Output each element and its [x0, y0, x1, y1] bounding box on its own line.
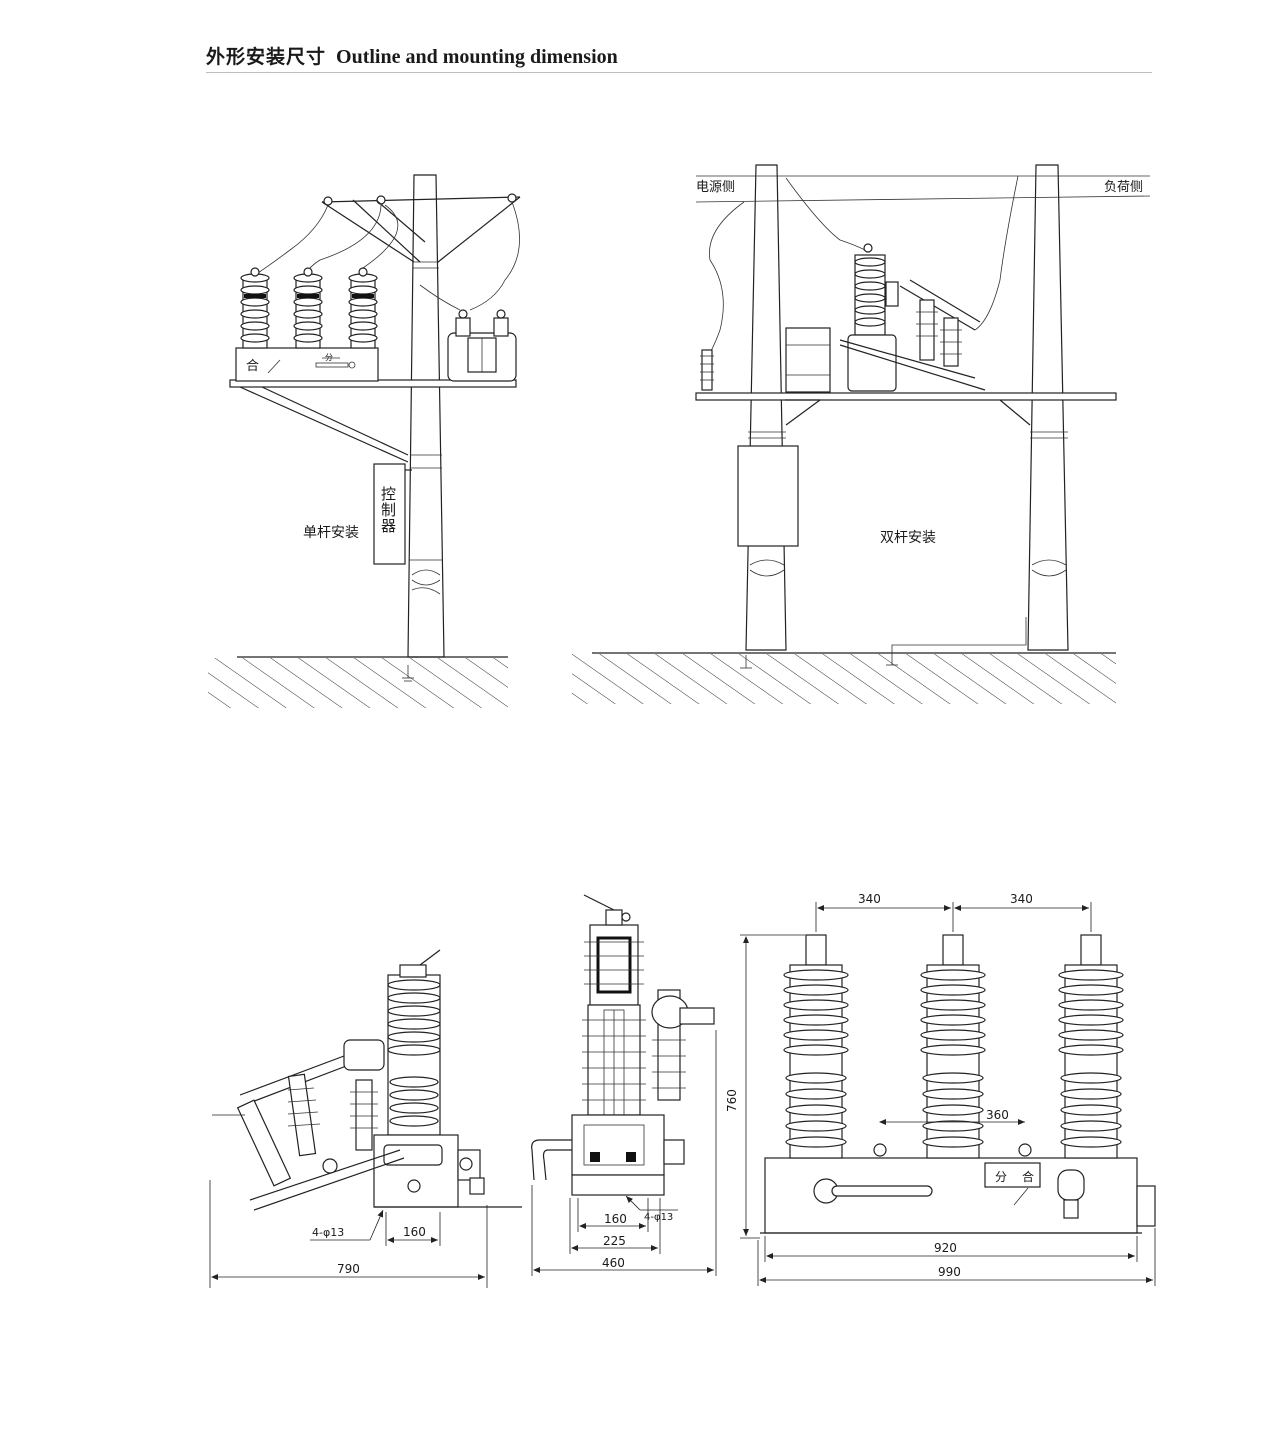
pole-left: [745, 164, 787, 651]
front-dim-760: 760: [725, 1089, 739, 1112]
pole-right: [1027, 164, 1069, 651]
controller-char-2: 制: [381, 501, 396, 519]
double-pole-caption: 双杆安装: [880, 530, 936, 546]
title-english: Outline and mounting dimension: [336, 46, 618, 68]
section-dim-160: 160: [604, 1212, 627, 1226]
page-header: 外形安装尺寸 Outline and mounting dimension: [206, 42, 1152, 74]
side-dim-160: 160: [403, 1225, 426, 1239]
voltage-transformer: [447, 309, 517, 382]
controller-char-3: 器: [381, 517, 396, 535]
section-dim-460: 460: [602, 1256, 625, 1270]
single-pole-caption: 单杆安装: [303, 525, 359, 541]
pole: [407, 174, 445, 658]
breaker-body: [235, 347, 379, 382]
section-base-box: [571, 1114, 665, 1176]
pt-box: [785, 327, 831, 393]
header-rule: [206, 72, 1152, 73]
section-view-drawing: 160 225 460 4-φ13: [531, 894, 717, 1276]
front-dim-340-left: 340: [858, 892, 881, 906]
breaker-assembly-2: [847, 243, 899, 392]
section-dim-225: 225: [603, 1234, 626, 1248]
front-close-label: 合: [1022, 1169, 1034, 1184]
source-side-label: 电源侧: [696, 180, 735, 195]
front-view-drawing: 分 合: [725, 892, 1156, 1286]
insulator-stack-2: [293, 267, 323, 349]
arrester-left: [701, 349, 713, 391]
insulator-stack-1: [240, 267, 270, 349]
controller-box: [373, 463, 406, 565]
front-pole-1: [783, 934, 849, 1159]
load-side-label: 负荷侧: [1104, 180, 1143, 195]
front-dim-990: 990: [938, 1265, 961, 1279]
front-dim-920: 920: [934, 1241, 957, 1255]
title-chinese: 外形安装尺寸: [206, 46, 327, 68]
front-pole-3: [1058, 934, 1124, 1159]
insulator-stack-3: [348, 267, 378, 349]
side-view-drawing: 790 160 4-φ13: [209, 949, 522, 1288]
single-pole-diagram: 合 分: [208, 174, 521, 708]
ground-hatch-2: [572, 654, 1116, 704]
controller-box-2: [737, 445, 799, 547]
open-label: 分: [325, 353, 333, 362]
ground-hatch: [208, 658, 508, 708]
front-dim-360: 360: [986, 1108, 1009, 1122]
controller-char-1: 控: [381, 485, 396, 503]
front-open-label: 分: [995, 1170, 1007, 1184]
close-label: 合: [246, 359, 259, 374]
side-dim-790: 790: [337, 1262, 360, 1276]
double-pole-diagram: 电源侧 负荷侧: [572, 164, 1151, 704]
section-hole-label: 4-φ13: [644, 1212, 673, 1223]
front-dim-340-right: 340: [1010, 892, 1033, 906]
mounting-platform-2: [695, 392, 1117, 401]
front-pole-2: [920, 934, 986, 1159]
side-hole-label: 4-φ13: [312, 1226, 344, 1239]
